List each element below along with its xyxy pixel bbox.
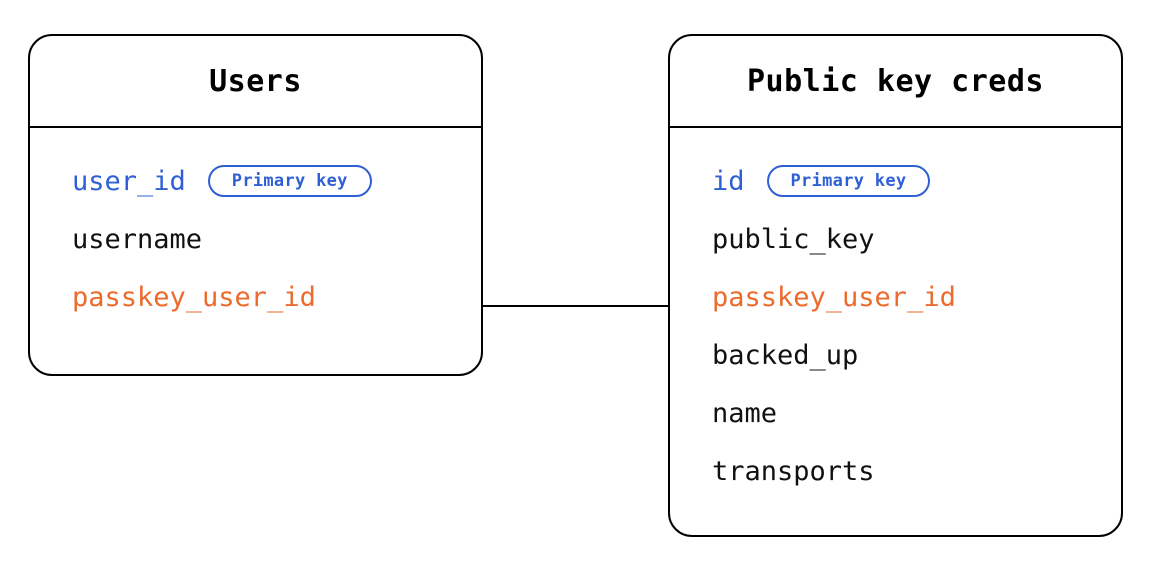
field-name-name: name: [712, 397, 778, 429]
field-row-name[interactable]: name: [670, 384, 1121, 442]
field-row-transports[interactable]: transports: [670, 442, 1121, 500]
field-name-transports: transports: [712, 455, 875, 487]
field-row-passkey-user-id-creds[interactable]: passkey_user_id: [670, 268, 1121, 326]
field-name-id: id: [712, 165, 745, 197]
field-row-id[interactable]: id Primary key: [670, 152, 1121, 210]
entity-title-users: Users: [209, 63, 302, 99]
field-name-passkey-user-id: passkey_user_id: [712, 281, 956, 313]
entity-fields-users: user_id Primary key username passkey_use…: [30, 128, 481, 326]
field-row-user-id[interactable]: user_id Primary key: [30, 152, 481, 210]
relationship-connector-passkey-user-id: [481, 305, 669, 307]
entity-table-users[interactable]: Users user_id Primary key username passk…: [28, 34, 483, 376]
field-name-public-key: public_key: [712, 223, 875, 255]
primary-key-badge-label: Primary key: [231, 171, 348, 191]
entity-title-public-key-creds: Public key creds: [747, 63, 1044, 99]
field-name-backed-up: backed_up: [712, 339, 859, 371]
field-name-username: username: [72, 223, 203, 255]
field-row-passkey-user-id-users[interactable]: passkey_user_id: [30, 268, 481, 326]
field-row-username[interactable]: username: [30, 210, 481, 268]
entity-table-public-key-creds[interactable]: Public key creds id Primary key public_k…: [668, 34, 1123, 537]
field-name-passkey-user-id: passkey_user_id: [72, 281, 316, 313]
field-name-user-id: user_id: [72, 165, 186, 197]
primary-key-badge-users: Primary key: [207, 165, 372, 197]
entity-fields-public-key-creds: id Primary key public_key passkey_user_i…: [670, 128, 1121, 500]
primary-key-badge-label: Primary key: [790, 171, 907, 191]
field-row-backed-up[interactable]: backed_up: [670, 326, 1121, 384]
primary-key-badge-public-key-creds: Primary key: [766, 165, 931, 197]
entity-header-users: Users: [30, 36, 481, 128]
entity-header-public-key-creds: Public key creds: [670, 36, 1121, 128]
field-row-public-key[interactable]: public_key: [670, 210, 1121, 268]
